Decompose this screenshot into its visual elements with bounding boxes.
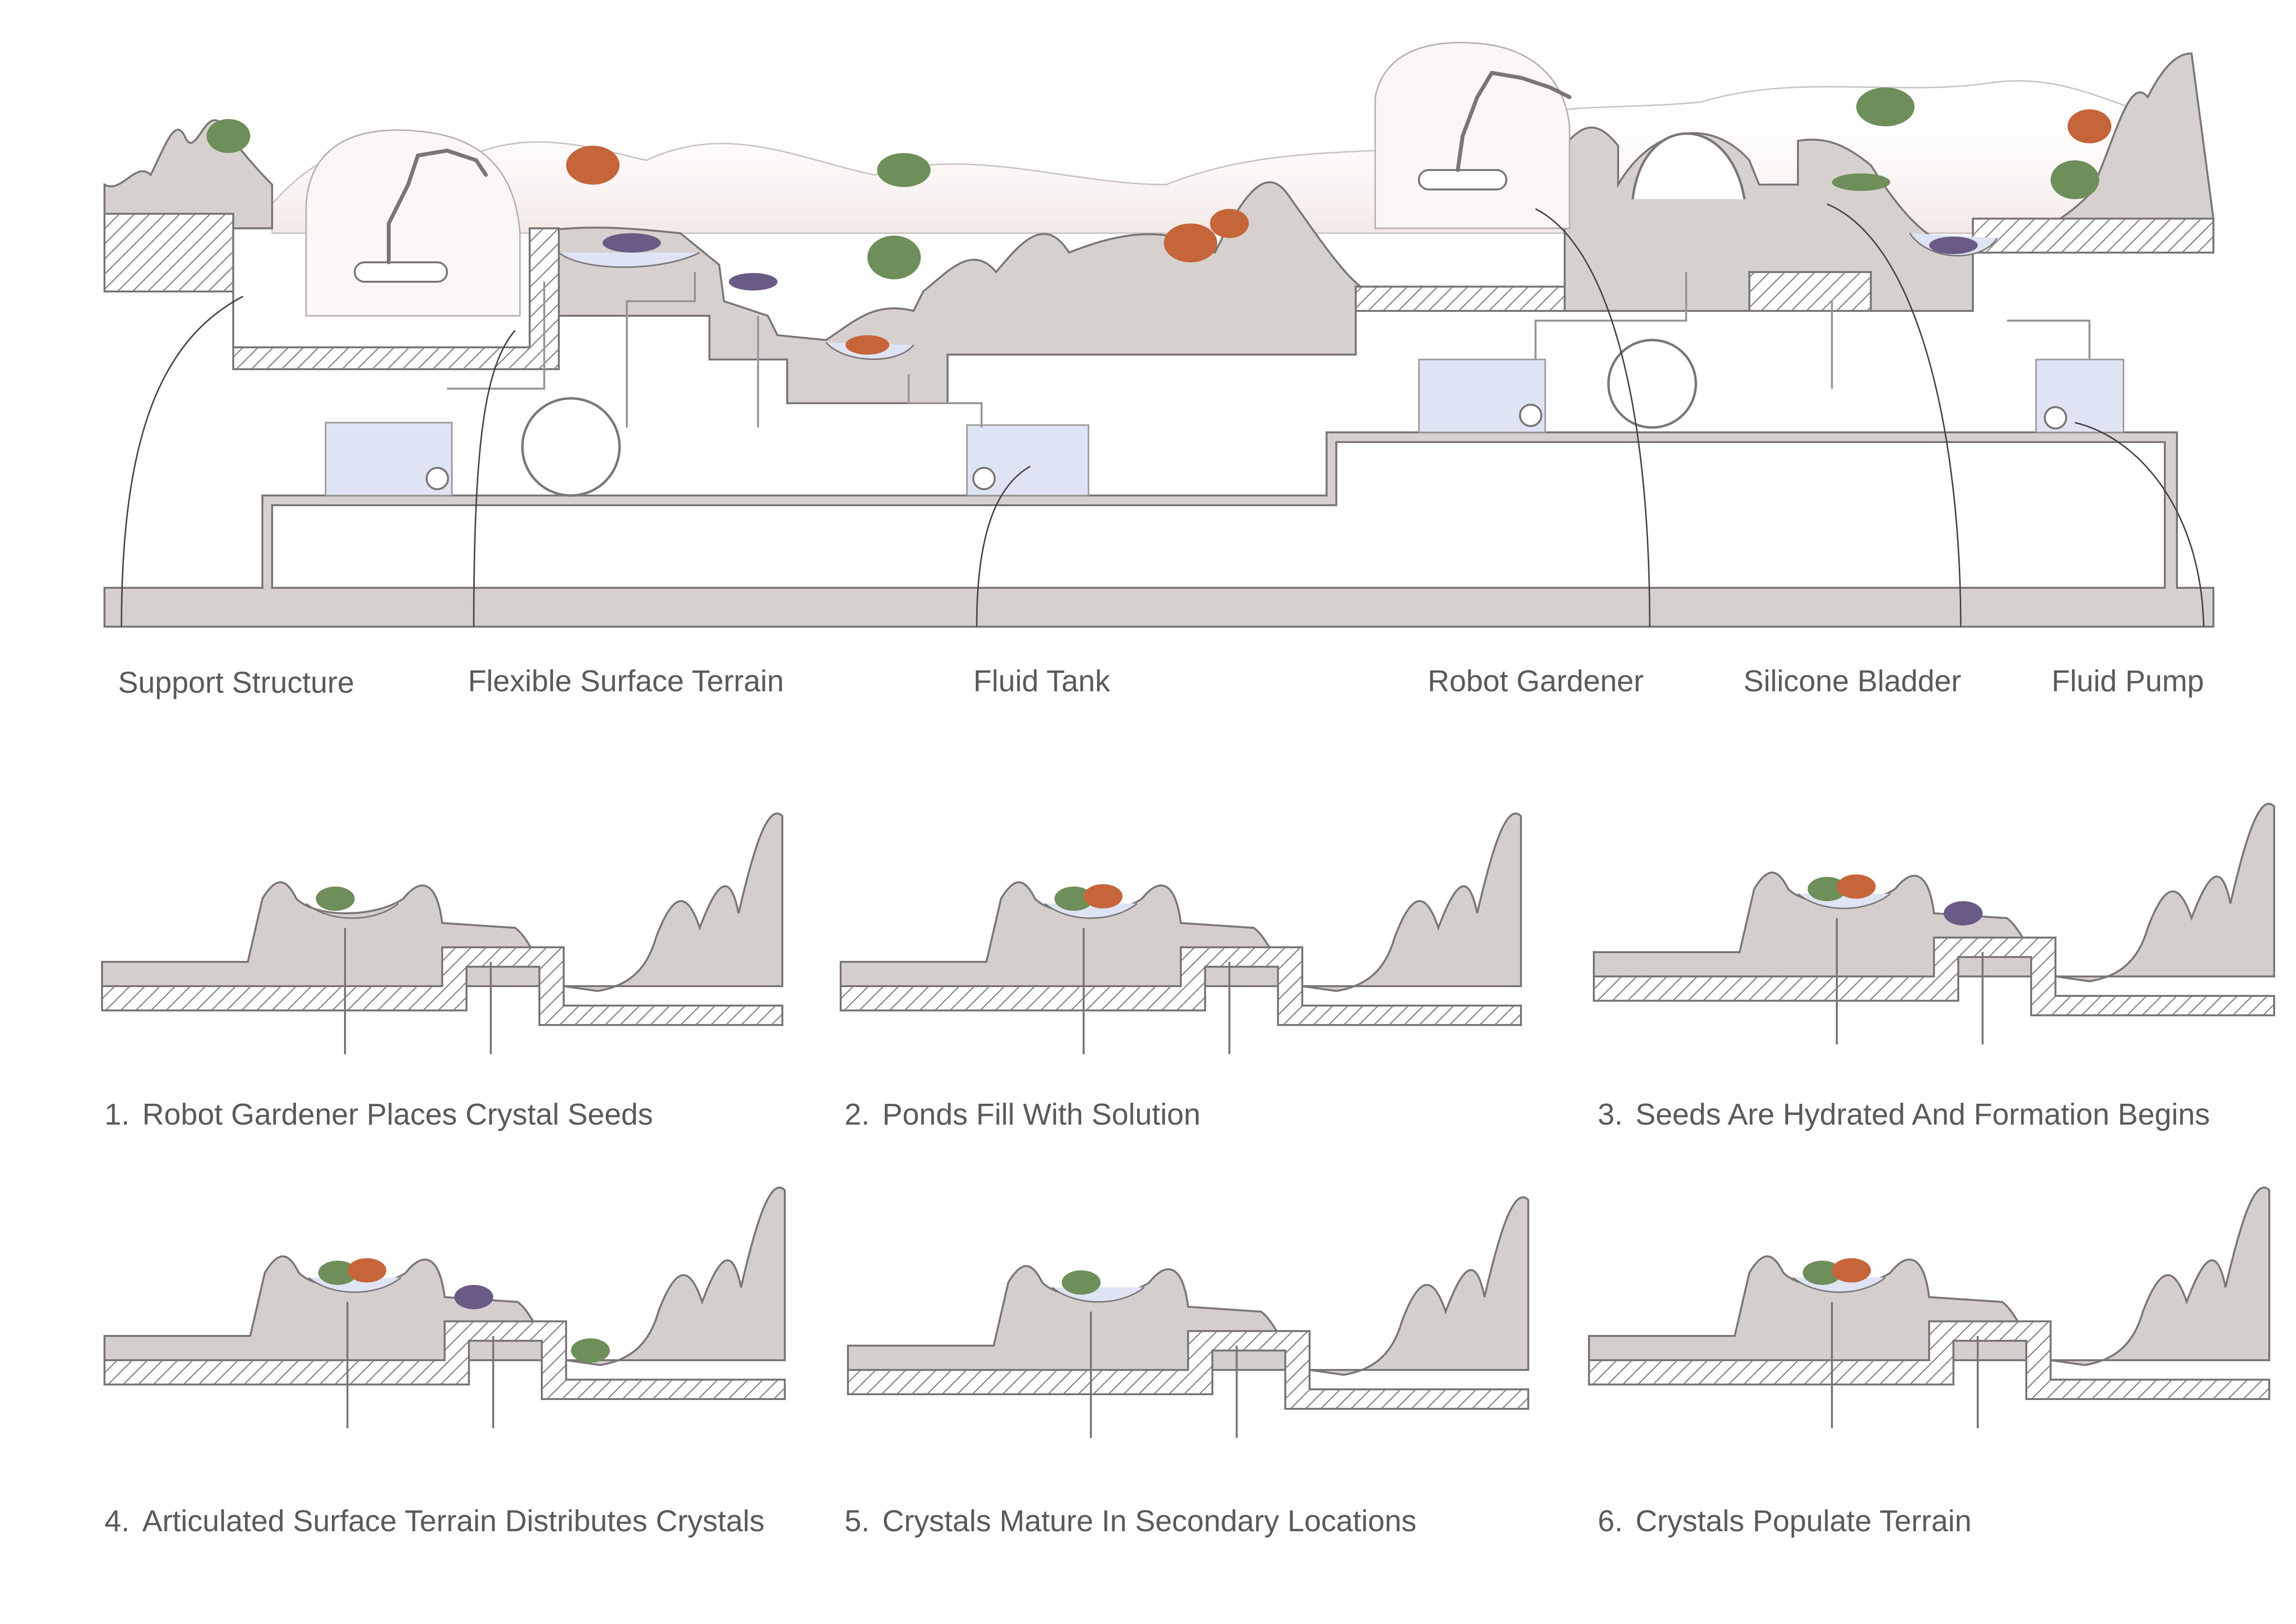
step-number-2: 2.: [845, 1098, 870, 1131]
label-fluid-tank: Fluid Tank: [973, 665, 1110, 698]
step-crystal-6-2: [1832, 1258, 1871, 1282]
step-text-6: Crystals Populate Terrain: [1635, 1504, 1972, 1538]
fluid-pump-4-icon: [2044, 406, 2067, 429]
step-crystal-3-2: [1837, 874, 1876, 899]
step-pond-1: [306, 903, 399, 919]
step-structure-3: [1593, 937, 2275, 1016]
robot-gardener-right-arm: [1456, 70, 1571, 172]
silicone-bladder-sphere-2: [1607, 339, 1697, 429]
step-crystal-4-2: [347, 1258, 386, 1282]
step-diagram-6: [1588, 1186, 2270, 1428]
step-number-4: 4.: [104, 1504, 130, 1538]
piping: [447, 272, 2090, 427]
step-crystal-3-3: [1944, 901, 1983, 925]
fluid-pump-2-icon: [972, 467, 996, 490]
step-number-6: 6.: [1598, 1504, 1623, 1538]
step-text-5: Crystals Mature In Secondary Locations: [882, 1504, 1417, 1538]
fluid-tank-2: [966, 424, 1089, 496]
fluid-pump-3-icon: [1519, 404, 1542, 427]
step-caption-2: 2. Ponds Fill With Solution: [845, 1100, 1200, 1130]
step-caption-3: 3. Seeds Are Hydrated And Formation Begin…: [1598, 1100, 2210, 1130]
step-caption-1: 1. Robot Gardener Places Crystal Seeds: [104, 1100, 653, 1130]
pond-1: [558, 252, 700, 268]
fluid-pump-1-icon: [426, 467, 449, 490]
step-number-1: 1.: [104, 1098, 130, 1131]
step-caption-5: 5. Crystals Mature In Secondary Locations: [845, 1506, 1416, 1537]
step-crystal-6-1: [1803, 1261, 1842, 1285]
label-flexible-surface-terrain: Flexible Surface Terrain: [468, 665, 784, 698]
step-crystal-3-1: [1808, 877, 1847, 901]
step-crystal-4-4: [571, 1338, 610, 1363]
step-text-1: Robot Gardener Places Crystal Seeds: [142, 1098, 653, 1131]
step-text-2: Ponds Fill With Solution: [882, 1098, 1201, 1131]
step-crystal-4-3: [454, 1285, 493, 1309]
robot-gardener-left-arm: [387, 148, 488, 264]
step-diagram-1: [101, 812, 783, 1054]
label-silicone-bladder: Silicone Bladder: [1744, 665, 1962, 698]
step-structure-1: [101, 946, 783, 1026]
label-fluid-pump: Fluid Pump: [2052, 665, 2204, 698]
step-crystal-2-2: [1084, 884, 1122, 908]
robot-gardener-left-base: [354, 261, 448, 283]
label-robot-gardener: Robot Gardener: [1428, 665, 1644, 698]
leader-lines: [121, 203, 2205, 627]
step-number-5: 5.: [845, 1504, 870, 1538]
main-section: [104, 42, 2214, 628]
step-structure-4: [104, 1320, 786, 1400]
step-text-4: Articulated Surface Terrain Distributes …: [142, 1504, 765, 1538]
step-terrain-1: [101, 812, 783, 992]
step-text-3: Seeds Are Hydrated And Formation Begins: [1635, 1098, 2210, 1131]
step-structure-2: [840, 946, 1522, 1026]
step-crystal-5-1: [1062, 1270, 1101, 1295]
crystals-main: [207, 87, 2111, 355]
silicone-bladder-dome: [1631, 132, 1746, 200]
step-structure-6: [1588, 1320, 2270, 1400]
step-crystal-4-1: [318, 1261, 357, 1285]
support-structure: [104, 431, 2214, 628]
silicone-bladder-sphere-1: [521, 397, 621, 497]
robot-gardener-right-base: [1418, 169, 1507, 190]
step-structure-5: [847, 1330, 1529, 1410]
step-diagram-2: [840, 812, 1522, 1054]
step-diagram-5: [847, 1196, 1529, 1438]
label-support-structure: Support Structure: [118, 666, 354, 700]
step-diagram-4: [104, 1186, 786, 1428]
support-band: [104, 213, 560, 370]
step-diagrams: [101, 803, 2275, 1438]
step-crystal-1-1: [316, 887, 355, 911]
step-caption-4: 4. Articulated Surface Terrain Distribute…: [104, 1506, 764, 1537]
step-caption-6: 6. Crystals Populate Terrain: [1598, 1506, 1971, 1537]
step-diagram-3: [1593, 803, 2275, 1044]
step-crystal-2-1: [1054, 887, 1093, 911]
robot-dome-left: [305, 129, 521, 317]
step-number-3: 3.: [1598, 1098, 1623, 1131]
robot-dome-right: [1374, 42, 1571, 229]
